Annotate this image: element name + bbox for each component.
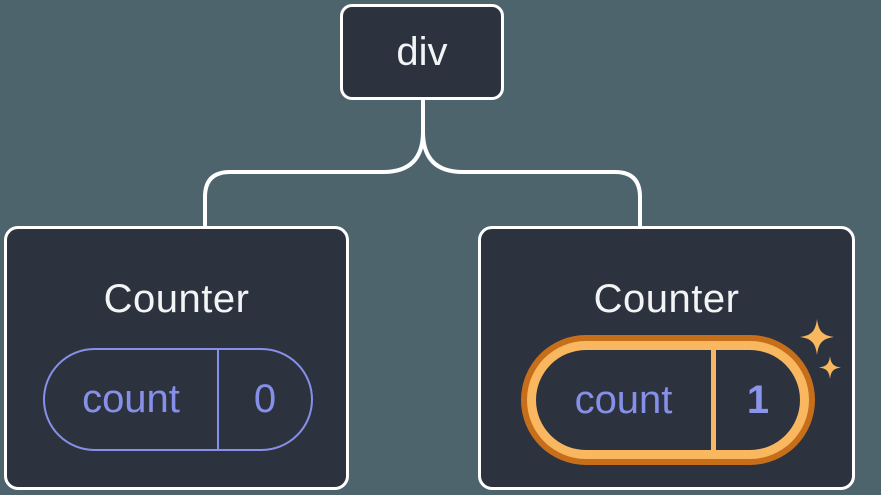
- state-pill-inner: count 1: [536, 350, 800, 450]
- state-value: 0: [253, 377, 277, 421]
- state-pill-highlighted: count 1: [521, 335, 815, 465]
- counter-card-right: Counter count 1: [478, 226, 855, 490]
- state-value: 1: [746, 377, 770, 422]
- state-key: count: [82, 377, 180, 421]
- state-key: count: [574, 377, 673, 422]
- state-pill: count 0: [43, 348, 313, 451]
- root-node-div: div: [340, 4, 504, 100]
- state-divider: [217, 350, 219, 449]
- counter-title: Counter: [103, 277, 250, 321]
- connector-path: [203, 98, 642, 230]
- state-divider: [711, 350, 716, 450]
- counter-card-left: Counter count 0: [4, 226, 349, 490]
- counter-title: Counter: [593, 277, 740, 321]
- root-node-label: div: [396, 29, 448, 74]
- state-pill-highlight-ring: count 1: [527, 341, 809, 459]
